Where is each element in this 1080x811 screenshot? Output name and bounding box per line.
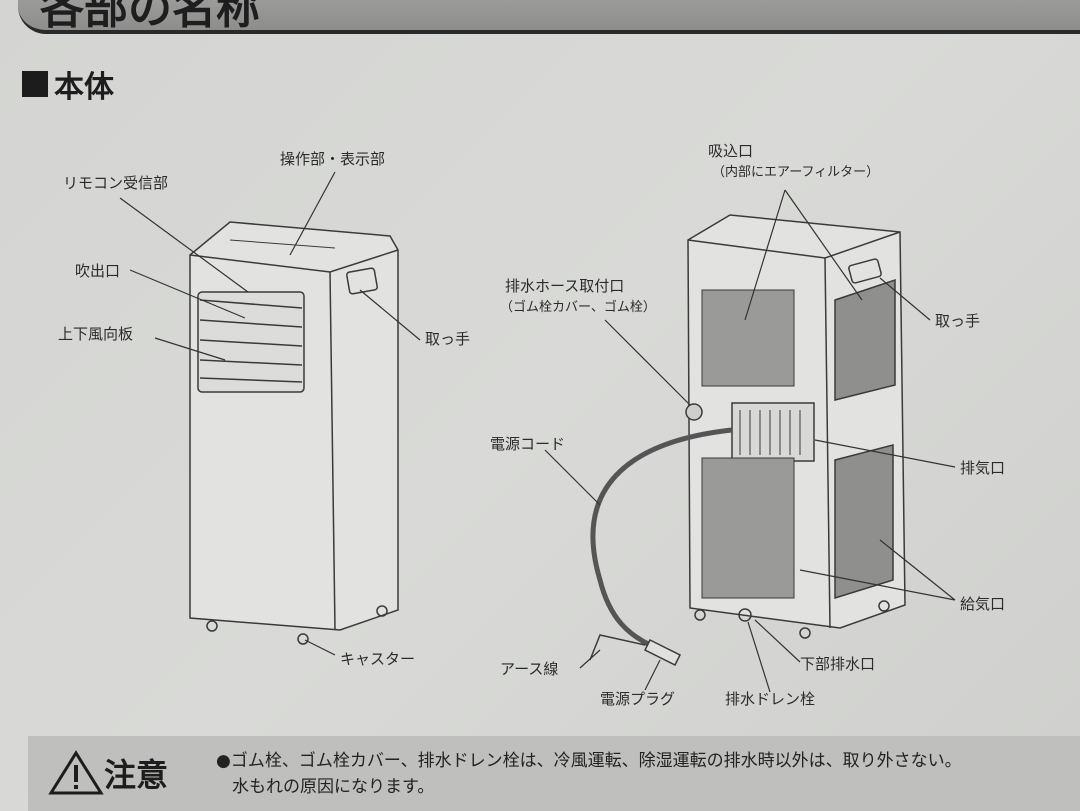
label-power-plug: 電源プラグ <box>600 690 676 708</box>
label-caster: キャスター <box>340 650 416 668</box>
warning-triangle-icon <box>48 750 104 795</box>
page-title: 各部の名称 <box>40 0 260 34</box>
label-air-supply: 給気口 <box>960 595 1006 613</box>
label-drain-hose-port: 排水ホース取付口 <box>505 277 625 295</box>
label-lower-drain: 下部排水口 <box>800 655 876 673</box>
label-drain-hose-port-note: （ゴム栓カバー、ゴム栓） <box>500 300 656 315</box>
caution-heading: 注意 <box>48 750 168 796</box>
label-control-panel: 操作部・表示部 <box>280 150 386 168</box>
caution-line-2: 水もれの原因になります。 <box>232 777 435 797</box>
section-heading: 本体 <box>22 62 114 106</box>
caution-box: 注意 ●ゴム栓、ゴム栓カバー、排水ドレン栓は、冷風運転、除湿運転の排水時以外は、… <box>28 736 1080 811</box>
label-rear-handle: 取っ手 <box>935 312 981 330</box>
caution-text: ●ゴム栓、ゴム栓カバー、排水ドレン栓は、冷風運転、除湿運転の排水時以外は、取り外… <box>216 748 962 800</box>
label-louver: 上下風向板 <box>58 325 134 343</box>
label-outlet: 吹出口 <box>75 262 121 280</box>
label-intake: 吸込口 <box>708 142 754 160</box>
label-exhaust: 排気口 <box>960 459 1006 477</box>
rear-unit-illustration <box>589 214 906 667</box>
header-bar <box>18 0 1080 34</box>
leader-lines <box>119 171 956 693</box>
caution-title: 注意 <box>104 756 169 794</box>
label-drain-plug: 排水ドレン栓 <box>725 690 816 708</box>
label-front-handle: 取っ手 <box>425 330 471 348</box>
caution-line-1: ●ゴム栓、ゴム栓カバー、排水ドレン栓は、冷風運転、除湿運転の排水時以外は、取り外… <box>216 751 962 771</box>
section-title: 本体 <box>54 70 114 105</box>
label-power-cord: 電源コード <box>490 435 566 453</box>
label-remote-receiver: リモコン受信部 <box>63 174 169 192</box>
square-bullet-icon <box>22 71 48 97</box>
label-intake-note: （内部にエアーフィルター） <box>712 165 880 180</box>
label-ground-wire: アース線 <box>500 660 559 678</box>
front-unit-illustration <box>189 221 399 645</box>
